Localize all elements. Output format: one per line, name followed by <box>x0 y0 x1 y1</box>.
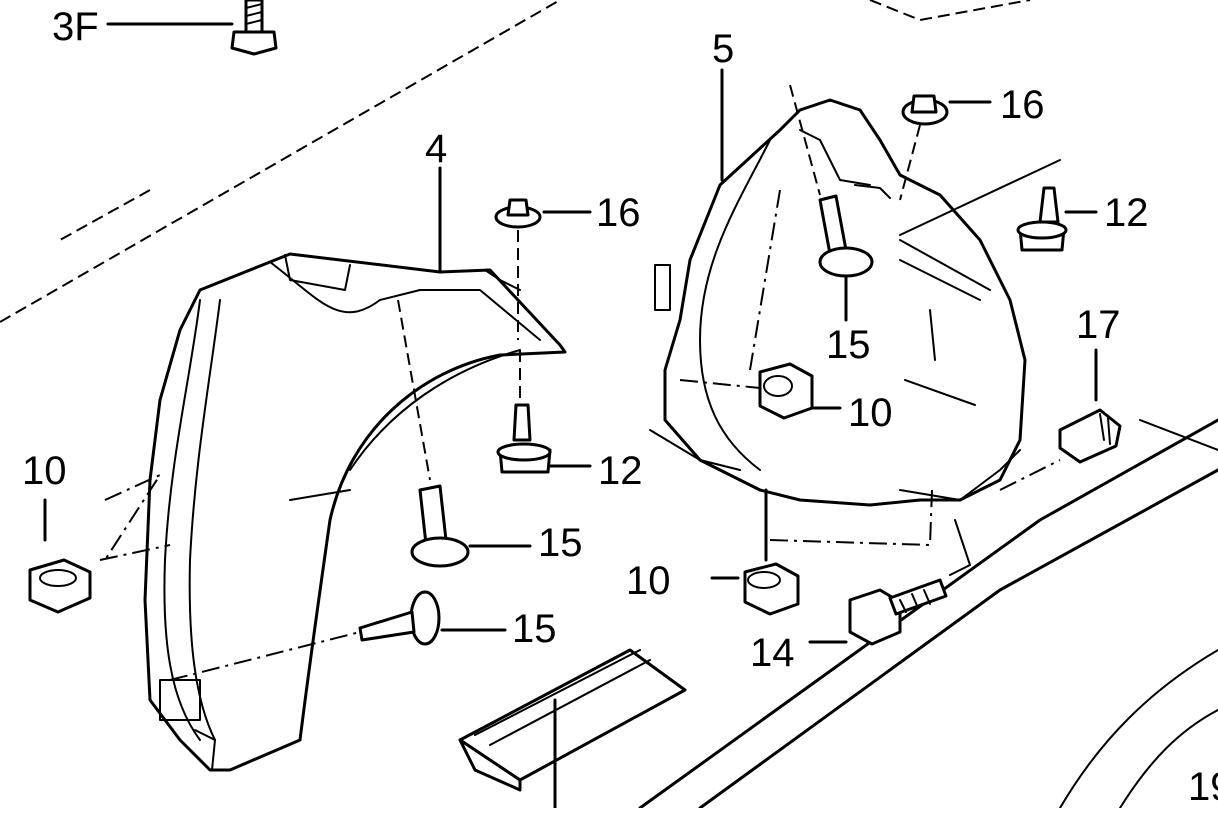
wheel-housing-liner-rear <box>649 98 1027 507</box>
clip-17 <box>999 348 1122 491</box>
callout-15-right: 15 <box>826 323 871 367</box>
callout-14: 14 <box>750 631 795 675</box>
screw-12-left <box>496 350 592 474</box>
flange-nut-10-far-left <box>28 472 171 614</box>
callout-3f: 3F <box>52 5 99 49</box>
callout-12-right: 12 <box>1104 191 1149 235</box>
clip-16-left <box>494 198 592 340</box>
callout-10-right-center: 10 <box>848 391 893 435</box>
wheel-housing-liner-front <box>143 252 567 772</box>
callout-10-far-left: 10 <box>22 449 67 493</box>
flange-nut-10-right-center <box>679 189 842 420</box>
bolt-14 <box>808 519 971 646</box>
callout-5: 5 <box>712 27 734 71</box>
callout-16-left: 16 <box>596 191 641 235</box>
bolt-3f <box>106 0 278 56</box>
callout-15-left-lower: 15 <box>512 607 557 651</box>
callout-19-partial: 19 <box>1188 765 1218 808</box>
push-rivet-15-left-lower <box>169 590 507 681</box>
callout-10-right-bottom: 10 <box>626 559 671 603</box>
sill-bracket <box>458 648 687 810</box>
callout-17: 17 <box>1076 303 1121 347</box>
screw-12-right <box>899 159 1098 252</box>
flange-nut-10-right-bottom <box>710 488 933 616</box>
clip-16-right <box>899 94 992 201</box>
callout-15-left-upper: 15 <box>538 521 583 565</box>
callout-12-left: 12 <box>598 449 643 493</box>
callout-16-right: 16 <box>1000 83 1045 127</box>
push-rivet-15-left-upper <box>397 299 532 568</box>
push-rivet-15-right <box>789 84 874 322</box>
callout-labels: 3F 4 5 16 16 12 12 15 15 15 10 10 10 17 … <box>22 5 1218 809</box>
callout-4: 4 <box>425 127 447 171</box>
